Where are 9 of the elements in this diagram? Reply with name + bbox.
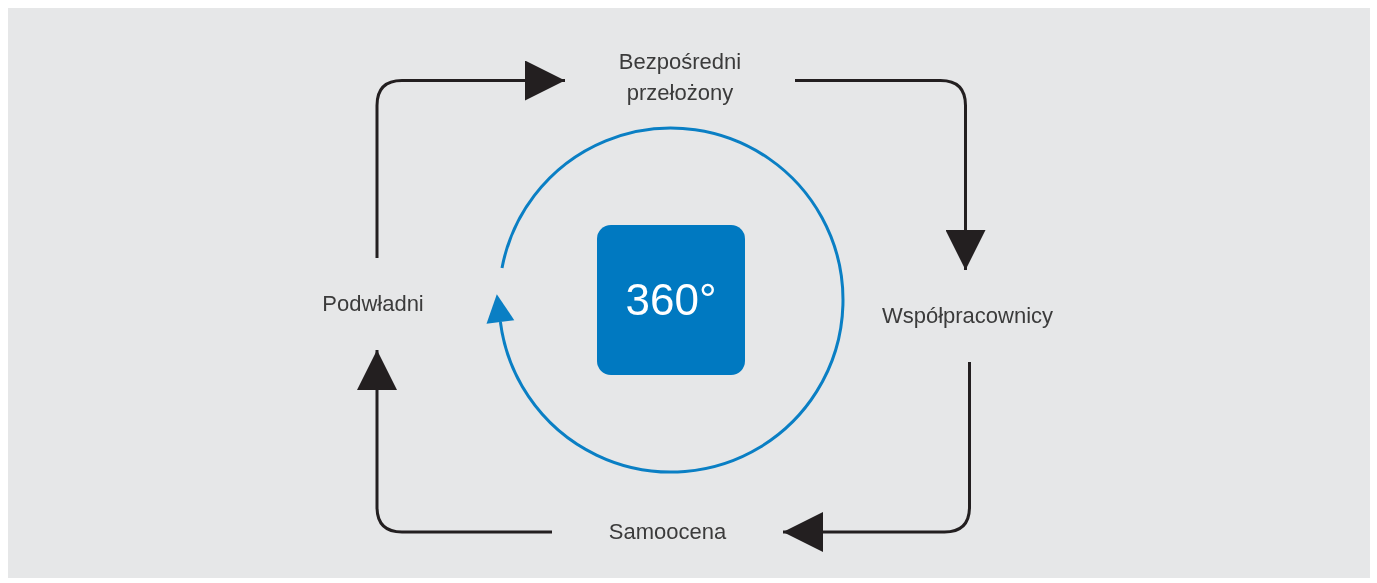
node-label: Podwładni bbox=[310, 258, 436, 350]
node-label: Samoocena bbox=[552, 512, 783, 552]
node-label: Współpracownicy bbox=[860, 270, 1075, 362]
node-label: Bezpośredni przełożony bbox=[565, 45, 795, 110]
arrow bbox=[375, 60, 565, 258]
arrow bbox=[357, 350, 552, 534]
arrow bbox=[783, 362, 971, 552]
arrow bbox=[795, 79, 986, 270]
value-box: 360° bbox=[597, 225, 745, 375]
